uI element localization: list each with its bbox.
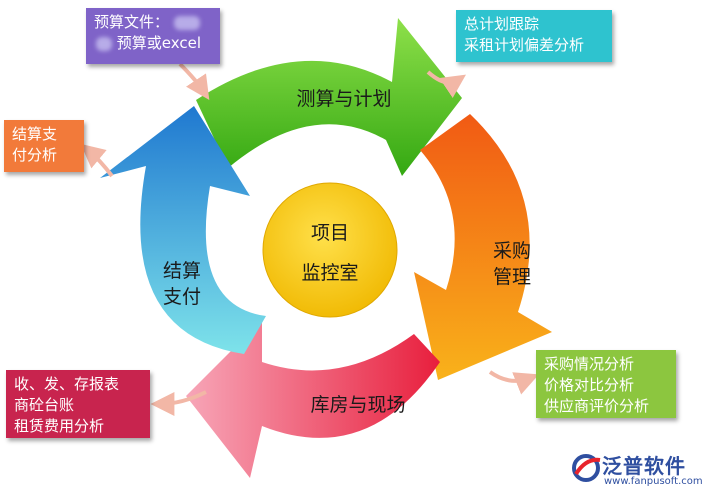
center-label-1: 项目 <box>310 222 349 244</box>
procurement-analysis-box: 采购情况分析 价格对比分析 供应商评价分析 <box>536 350 676 418</box>
arrow-top <box>196 18 462 176</box>
arrow-left-label-1: 结算 <box>162 260 201 282</box>
fanpu-logo: 泛普软件 www.fanpusoft.com <box>572 450 703 494</box>
budget-file-text-1: 预算文件： <box>94 13 170 31</box>
arrow-bottom-label: 库房与现场 <box>310 394 406 416</box>
procurement-analysis-line-1: 采购情况分析 <box>544 355 635 373</box>
plan-tracking-line-2: 采租计划偏差分析 <box>464 36 585 54</box>
connector-right <box>488 370 539 395</box>
warehouse-report-line-1: 收、发、存报表 <box>14 375 120 393</box>
warehouse-report-line-2: 商砼台账 <box>14 396 75 414</box>
center-label-2: 监控室 <box>301 262 359 284</box>
logo-url: www.fanpusoft.com <box>604 476 703 487</box>
settlement-analysis-box: 结算支 付分析 <box>4 120 84 172</box>
blurred-text-2 <box>96 36 112 51</box>
blurred-text <box>173 15 200 30</box>
plan-tracking-box: 总计划跟踪 采租计划偏差分析 <box>456 10 612 62</box>
procurement-analysis-line-3: 供应商评价分析 <box>544 397 650 415</box>
arrow-bottom <box>186 320 440 478</box>
settlement-analysis-line-2: 付分析 <box>12 146 58 164</box>
arrow-left-label-2: 支付 <box>162 286 201 308</box>
logo-name: 泛普软件 <box>602 454 686 478</box>
budget-file-line-2: 预算或excel <box>94 33 212 54</box>
procurement-analysis-line-2: 价格对比分析 <box>544 376 635 394</box>
arrow-top-label: 测算与计划 <box>296 88 392 110</box>
settlement-analysis-line-1: 结算支 <box>12 125 58 143</box>
connector-left <box>80 143 114 178</box>
warehouse-report-line-3: 租赁费用分析 <box>14 417 105 435</box>
arrow-left <box>100 106 266 354</box>
connector-top-left <box>178 62 210 100</box>
budget-file-box: 预算文件： 预算或excel <box>86 8 220 64</box>
warehouse-report-box: 收、发、存报表 商砼台账 租赁费用分析 <box>6 370 150 438</box>
plan-tracking-line-1: 总计划跟踪 <box>464 15 540 33</box>
center-circle <box>262 182 398 318</box>
arrow-right <box>414 114 552 380</box>
connector-bottom-left <box>150 390 207 416</box>
connector-top-right <box>426 70 466 98</box>
budget-file-line-1: 预算文件： <box>94 12 212 33</box>
arrow-right-label-2: 管理 <box>492 266 531 288</box>
logo-mark-icon <box>572 454 601 482</box>
budget-file-text-2: 预算或excel <box>116 34 202 52</box>
arrow-right-label-1: 采购 <box>492 240 531 262</box>
